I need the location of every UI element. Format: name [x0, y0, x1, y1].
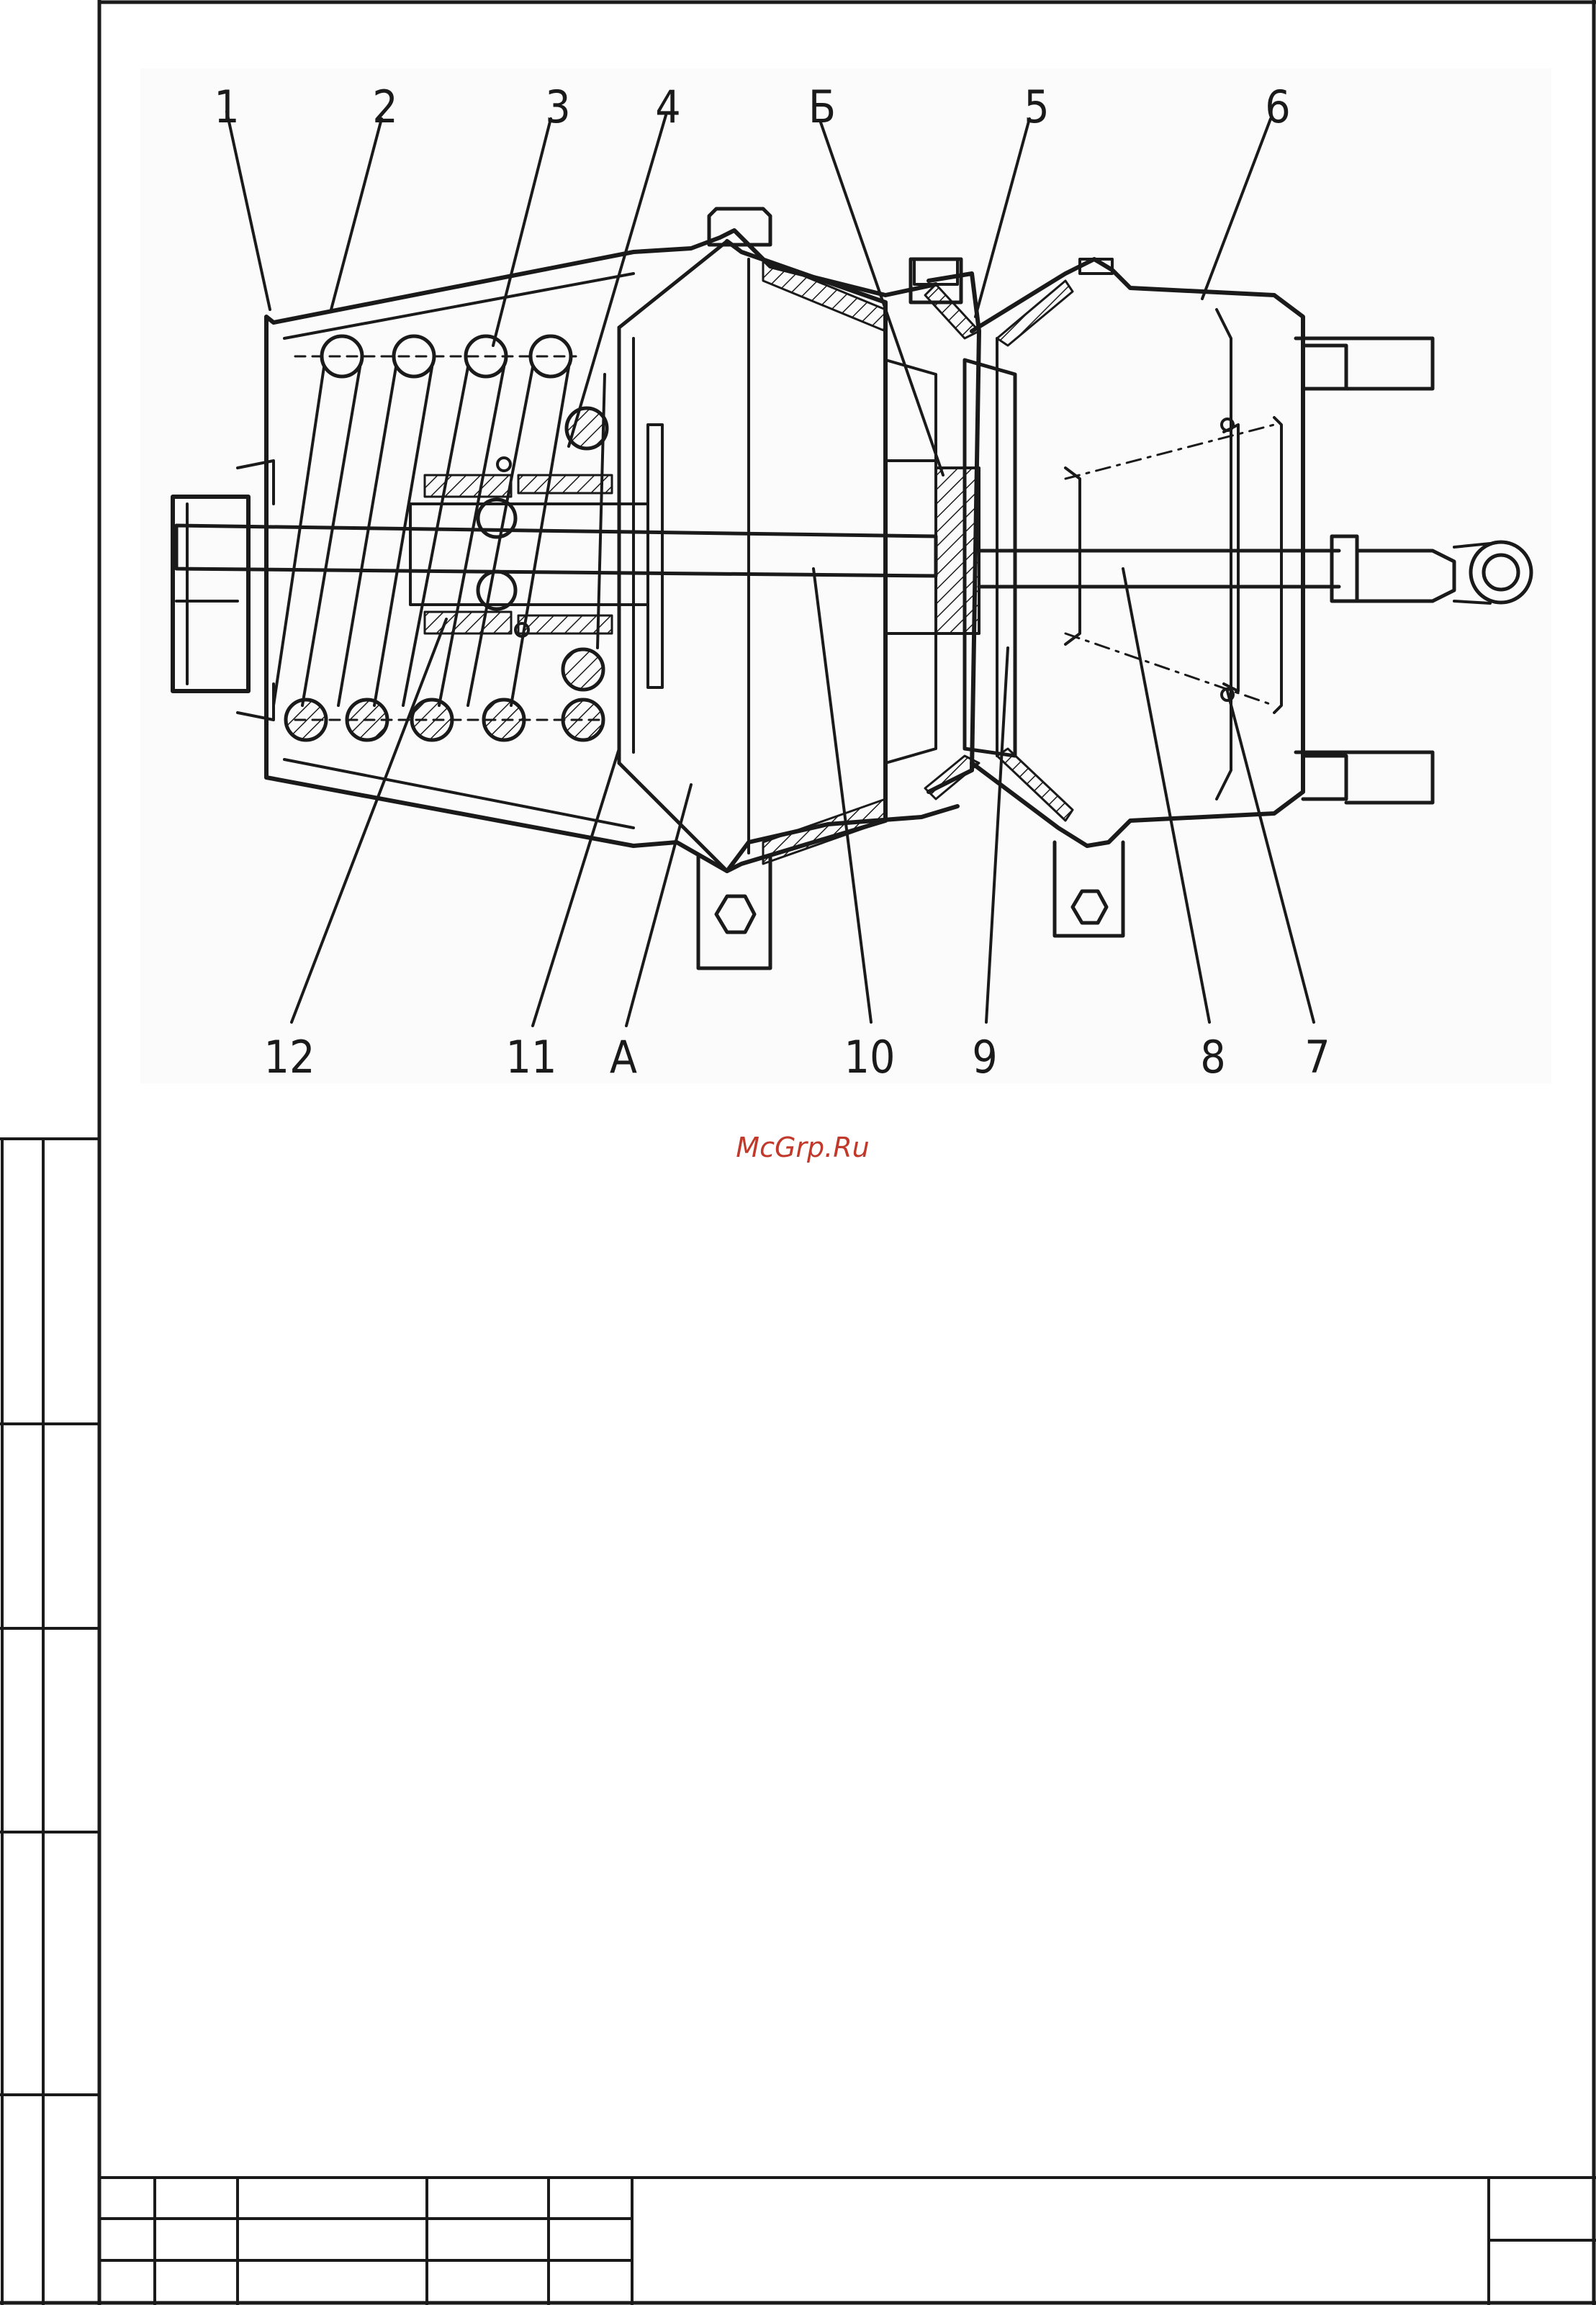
callout-3: 3	[545, 81, 570, 133]
callout-7: 7	[1304, 1031, 1330, 1083]
callout-a: A	[610, 1031, 637, 1083]
callout-11: 11	[506, 1031, 557, 1083]
callout-5: 5	[1024, 81, 1049, 133]
callout-1: 1	[214, 81, 239, 133]
callout-4: 4	[655, 81, 680, 133]
callout-8: 8	[1200, 1031, 1225, 1083]
callout-6: 6	[1265, 81, 1290, 133]
title-block	[99, 2178, 1596, 2305]
callout-10: 10	[844, 1031, 896, 1083]
callout-12: 12	[264, 1031, 315, 1083]
callout-b: Б	[808, 81, 836, 133]
margin-strip	[0, 1137, 99, 2305]
callout-9: 9	[972, 1031, 997, 1083]
brake-chamber-drawing: 1 2 3 4 Б 5 6 12 11 A 10 9 8 7	[140, 68, 1551, 1083]
callout-2: 2	[372, 81, 397, 133]
watermark-text: McGrp.Ru	[727, 1132, 878, 1163]
